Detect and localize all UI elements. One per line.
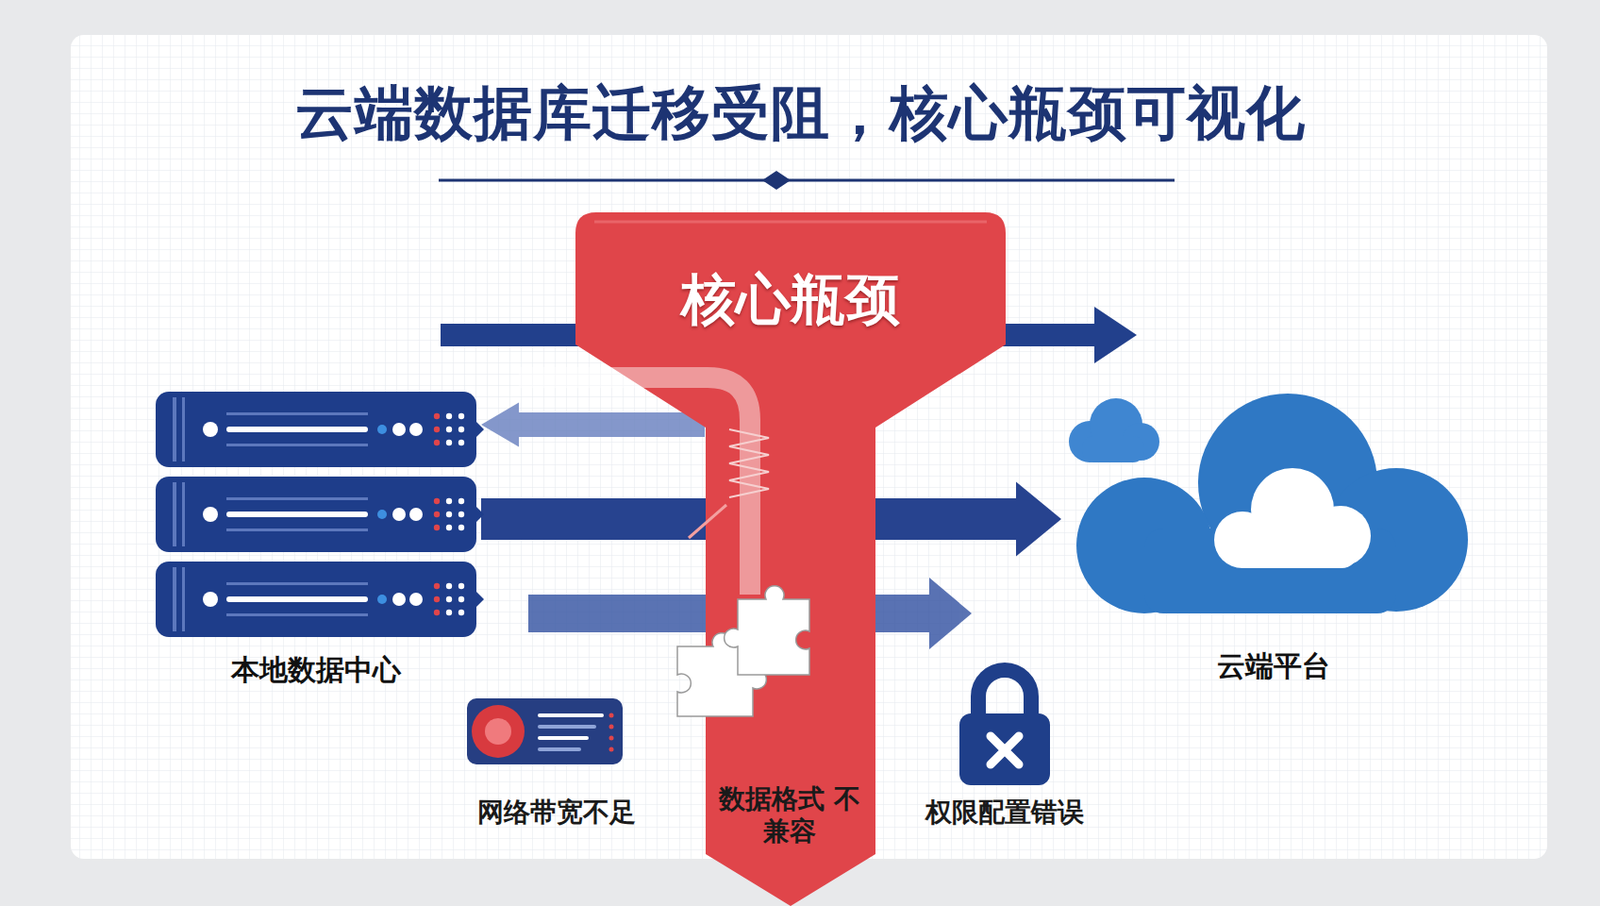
bottleneck-heading: 核心瓶颈 <box>575 266 1006 334</box>
issue-label: 网络带宽不足 <box>462 796 651 829</box>
title-rule <box>438 170 1175 190</box>
flow-arrow <box>481 402 705 448</box>
bandwidth-icon: 网络带宽不足 <box>462 698 651 840</box>
cloud-platform: 云端平台 <box>1061 377 1486 689</box>
bottleneck-cause: 数据格式 不兼容 <box>718 783 861 847</box>
cloud-platform-art <box>1061 377 1486 689</box>
node-label: 云端平台 <box>1061 649 1486 684</box>
issue-label: 权限配置错误 <box>910 796 1100 829</box>
server-stack-art <box>150 386 482 699</box>
title: 云端数据库迁移受阻，核心瓶颈可视化 <box>0 73 1600 153</box>
server-stack: 本地数据中心 <box>150 386 482 699</box>
lock-icon: 权限配置错误 <box>910 650 1100 840</box>
node-label: 本地数据中心 <box>150 652 482 687</box>
